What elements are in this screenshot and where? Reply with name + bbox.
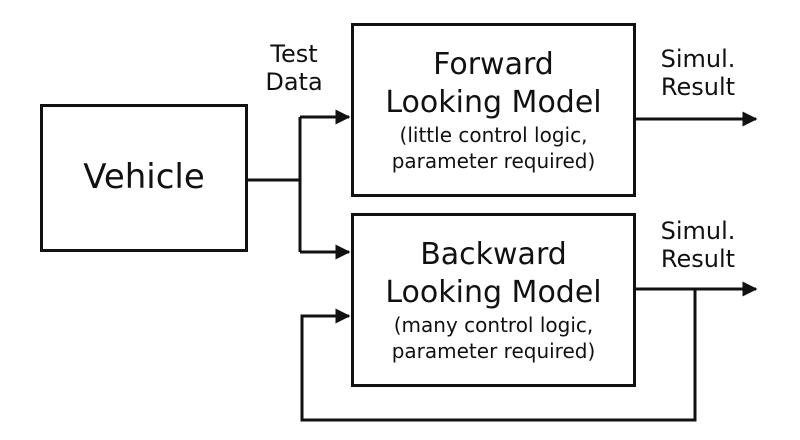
backward-looking-model-box: Backward Looking Model (many control log… bbox=[351, 213, 636, 387]
forward-model-subtitle-line2: parameter required) bbox=[391, 149, 596, 173]
forward-model-title-line2: Looking Model bbox=[385, 85, 602, 120]
forward-model-subtitle-line1: (little control logic, bbox=[399, 123, 588, 147]
vehicle-label: Vehicle bbox=[83, 157, 205, 198]
backward-result-line1: Simul. bbox=[660, 217, 736, 245]
forward-looking-model-box: Forward Looking Model (little control lo… bbox=[351, 23, 636, 197]
backward-model-subtitle-line1: (many control logic, bbox=[393, 313, 594, 337]
backward-model-title-line2: Looking Model bbox=[385, 275, 602, 310]
feedback-loop-line bbox=[300, 289, 697, 422]
test-data-label: Test Data bbox=[255, 40, 333, 96]
backward-result-line2: Result bbox=[660, 245, 736, 273]
test-data-line2: Data bbox=[265, 68, 323, 96]
forward-model-title-line1: Forward bbox=[433, 47, 554, 82]
backward-model-subtitle-line2: parameter required) bbox=[391, 339, 596, 363]
backward-model-title-line1: Backward bbox=[420, 237, 567, 272]
vehicle-box: Vehicle bbox=[40, 104, 248, 252]
forward-simulation-result-label: Simul. Result bbox=[648, 45, 748, 101]
test-data-line1: Test bbox=[270, 40, 318, 68]
forward-result-line1: Simul. bbox=[660, 45, 736, 73]
backward-simulation-result-label: Simul. Result bbox=[648, 217, 748, 273]
forward-result-line2: Result bbox=[660, 73, 736, 101]
